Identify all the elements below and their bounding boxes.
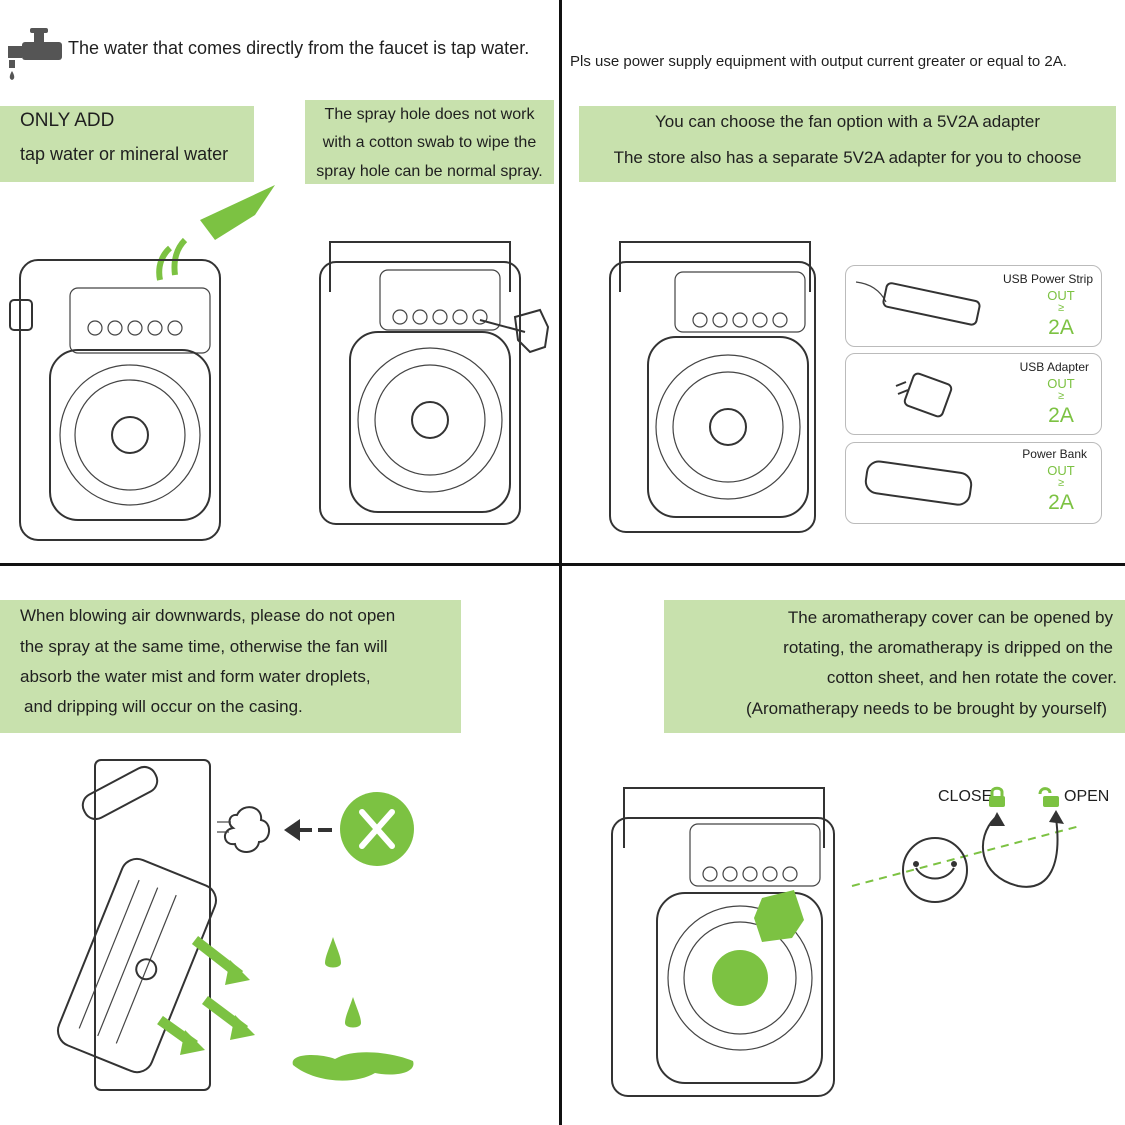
aromatherapy-panel: The aromatherapy cover can be opened by …: [664, 600, 1125, 733]
device-name: USB Adapter: [1019, 360, 1089, 374]
open-label: OPEN: [1064, 788, 1110, 805]
lock-closed-icon: [989, 786, 1005, 807]
faucet-caption: The water that comes directly from the f…: [68, 38, 530, 58]
tilted-fan-illustration: [56, 759, 217, 1091]
fan-illustration-power: [609, 241, 816, 533]
fan-illustration-clean: [319, 241, 550, 525]
device-name: Power Bank: [1022, 447, 1087, 461]
rotate-cover-diagram: [851, 810, 1081, 903]
device-amps: 2A: [1048, 316, 1074, 339]
power-supply-note: Pls use power supply equipment with outp…: [570, 53, 1067, 70]
water-drops-icon: [292, 937, 414, 1081]
downward-warning-panel: When blowing air downwards, please do no…: [0, 600, 461, 733]
aroma-line-1: The aromatherapy cover can be opened by: [787, 608, 1113, 627]
device-ge: ≥: [1057, 477, 1065, 489]
faucet-icon: [8, 28, 62, 80]
left-arrow-icon: [284, 819, 332, 841]
warning-line-2: the spray at the same time, otherwise th…: [20, 637, 388, 656]
device-card-usb-adapter: USB Adapter OUT ≥ 2A: [845, 353, 1102, 435]
spray-note-line-2: with a cotton swab to wipe the: [322, 134, 537, 151]
spray-note-line-3: spray hole can be normal spray.: [316, 163, 543, 180]
water-type-text: tap water or mineral water: [20, 144, 229, 164]
device-ge: ≥: [1057, 302, 1065, 314]
power-bank-icon: [864, 460, 973, 506]
device-amps: 2A: [1048, 404, 1074, 427]
horizontal-divider: [0, 563, 1125, 566]
spray-note-panel: The spray hole does not work with a cott…: [305, 100, 554, 184]
device-out: OUT: [1047, 376, 1075, 391]
fan-illustration-fill: [9, 259, 221, 541]
lock-open-icon: [1038, 787, 1059, 807]
adapter-line-2: The store also has a separate 5V2A adapt…: [613, 148, 1082, 167]
aroma-line-2: rotating, the aromatherapy is dripped on…: [783, 638, 1113, 657]
adapter-line-1: You can choose the fan option with a 5V2…: [655, 112, 1040, 131]
device-out: OUT: [1047, 463, 1075, 478]
warning-line-3: absorb the water mist and form water dro…: [20, 667, 371, 686]
usb-adapter-icon: [895, 372, 953, 418]
only-add-panel: ONLY ADD tap water or mineral water: [0, 106, 254, 182]
vertical-divider: [559, 0, 562, 1125]
device-card-power-bank: Power Bank OUT ≥ 2A: [845, 442, 1102, 524]
warning-line-4: and dripping will occur on the casing.: [24, 697, 303, 716]
close-label: CLOSE: [938, 788, 993, 805]
device-ge: ≥: [1057, 390, 1065, 402]
device-amps: 2A: [1048, 491, 1074, 514]
only-add-heading: ONLY ADD: [20, 110, 115, 131]
prohibited-x-icon: [340, 792, 414, 866]
mist-cloud-icon: [217, 806, 270, 853]
power-strip-icon: [855, 281, 981, 326]
aroma-line-3: cotton sheet, and hen rotate the cover.: [826, 668, 1117, 687]
device-out: OUT: [1047, 288, 1075, 303]
device-name: USB Power Strip: [1002, 272, 1093, 286]
spray-note-line-1: The spray hole does not work: [324, 106, 535, 123]
fan-illustration-aroma: [611, 787, 835, 1097]
aroma-line-4: (Aromatherapy needs to be brought by you…: [746, 699, 1107, 718]
airflow-arrows-icon: [157, 936, 255, 1055]
adapter-panel: You can choose the fan option with a 5V2…: [579, 106, 1116, 182]
warning-line-1: When blowing air downwards, please do no…: [20, 606, 396, 625]
device-card-power-strip: USB Power Strip OUT ≥ 2A: [845, 265, 1102, 347]
